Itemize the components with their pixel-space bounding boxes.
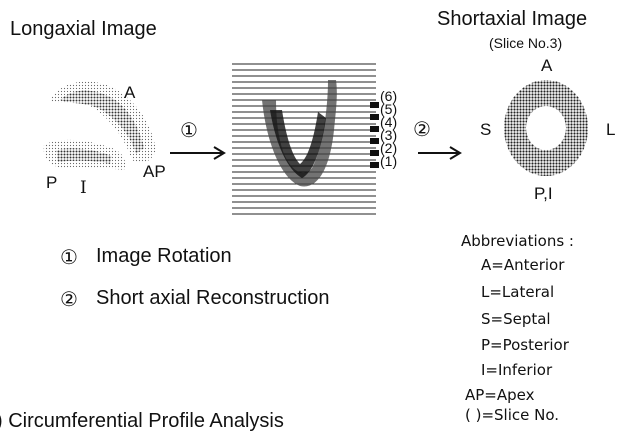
- short-label-l: L: [606, 120, 615, 140]
- long-label-ap: AP: [143, 162, 166, 182]
- abbreviation-item: S=Septal: [481, 310, 551, 328]
- step-two-label: Short axial Reconstruction: [96, 287, 329, 310]
- long-label-a: A: [124, 83, 135, 103]
- abbreviation-item: A=Anterior: [481, 256, 564, 274]
- step-marker-one: ①: [180, 118, 198, 143]
- longaxial-title: Longaxial Image: [10, 18, 157, 41]
- shortaxial-title: Shortaxial Image: [437, 8, 587, 31]
- arrow-right-icon: [418, 145, 466, 161]
- abbreviation-item: P=Posterior: [481, 336, 569, 354]
- abbreviation-item: I=Inferior: [481, 361, 552, 379]
- abbreviation-item: ( )=Slice No.: [465, 406, 559, 424]
- slice-number-1: (1): [380, 153, 397, 169]
- arrow-right-icon: [170, 145, 230, 161]
- long-label-i: I: [80, 178, 87, 198]
- long-label-p: P: [46, 173, 57, 193]
- abbreviations-title: Abbreviations :: [461, 232, 574, 250]
- short-label-pi: P,I: [534, 184, 553, 204]
- rotated-image-slices: [230, 60, 378, 222]
- abbreviation-item: L=Lateral: [481, 283, 554, 301]
- short-label-s: S: [480, 120, 491, 140]
- slice-label: (Slice No.3): [489, 35, 562, 51]
- step-two-marker: ②: [60, 287, 78, 312]
- step-one-label: Image Rotation: [96, 245, 232, 268]
- abbreviation-item: AP=Apex: [465, 386, 535, 404]
- step-marker-two: ②: [413, 117, 431, 142]
- step-one-marker: ①: [60, 245, 78, 270]
- shortaxial-ring-image: [498, 72, 594, 182]
